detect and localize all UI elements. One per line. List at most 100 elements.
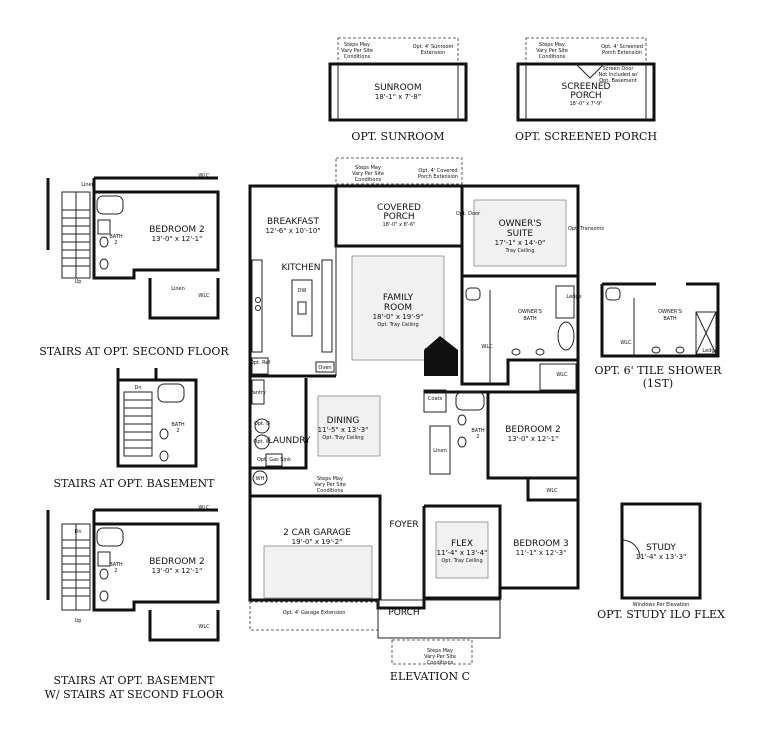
screened-steps-note-3: Conditions [539, 54, 566, 60]
dn-label-2: Dn [74, 529, 81, 535]
stair-treads-2 [124, 399, 152, 449]
study-caption: OPT. STUDY ILO FLEX [597, 608, 725, 621]
garage-dim: 19'-0" x 19'-2" [292, 538, 343, 546]
wlc-label-main-2: WLC [556, 372, 568, 378]
screened-steps-note-2: Vary Per Site [536, 48, 568, 54]
owners-suite-name-1: OWNER'S [499, 219, 542, 229]
flex-note: Opt. Tray Ceiling [441, 558, 482, 564]
opt-ref-label: Opt. Ref [250, 360, 271, 366]
opt-tile-shower-diagram: WLC OWNER'S BATH Ledge OPT. 6' TILE SHOW… [595, 282, 723, 390]
fireplace-label: Fireplace [425, 348, 447, 354]
flex-dim: 11'-4" x 13'-4" [437, 549, 488, 557]
garage-steps-note-3: Conditions [317, 488, 344, 494]
owners-bath-name-1: OWNER'S [518, 309, 542, 315]
wlc-label-3: WLC [198, 505, 210, 511]
laundry-name: LAUNDRY [268, 436, 311, 446]
stairs-both-diagram: BATH 2 Dn WLC BEDROOM 2 13'-0" x 12'-1" … [45, 505, 224, 701]
stairs-both-caption-2: W/ STAIRS AT SECOND FLOOR [45, 688, 224, 701]
stairs-basement-caption: STAIRS AT OPT. BASEMENT [53, 477, 215, 490]
dining-dim: 11'-5" x 13'-3" [318, 426, 369, 434]
screen-door-note-3: Opt. Basement [599, 78, 637, 84]
family-room-dim: 18'-0" x 19'-9" [373, 313, 424, 321]
elevation-caption: ELEVATION C [390, 670, 470, 683]
wlc-label-1: WLC [198, 173, 210, 179]
porch-steps-note-1: Steps May [355, 165, 381, 171]
sunroom-extension-note-1: Opt. 4' Sunroom [413, 44, 454, 50]
opt-gas-sink-label: Opt. Gas Sink [257, 457, 291, 463]
bedroom3-dim: 11'-1" x 12'-3" [516, 549, 567, 557]
opt-w-label: Opt. W [253, 439, 270, 445]
porch-name: PORCH [388, 608, 419, 618]
screened-extension-note-1: Opt. 4' Screened [601, 44, 643, 50]
sunroom-steps-note-3: Conditions [344, 54, 371, 60]
study-name: STUDY [646, 543, 676, 553]
ledge-label-main: Ledge [566, 294, 581, 300]
bedroom2-dim: 13'-0" x 12'-1" [508, 435, 559, 443]
opt-transom-label: Opt. Transoms [568, 226, 604, 232]
owners-bath-name-2: BATH [523, 316, 537, 322]
front-steps-note-3: Conditions [427, 660, 454, 666]
owners-suite-name-2: SUITE [507, 229, 533, 239]
stairs-basement-diagram: BATH 2 Dn STAIRS AT OPT. BASEMENT [53, 368, 215, 490]
wlc-label-4: WLC [198, 624, 210, 630]
bath-number-2: 2 [176, 428, 179, 434]
study-dim: 11'-4" x 13'-3" [636, 553, 687, 561]
covered-porch-name-1: COVERED [377, 203, 421, 213]
garage-steps-note-2: Vary Per Site [314, 482, 346, 488]
wlc-label-main-3: WLC [546, 488, 558, 494]
foyer-name: FOYER [389, 520, 418, 530]
breakfast-dim: 12'-6" x 10'-10" [265, 227, 320, 235]
breakfast-name: BREAKFAST [267, 217, 319, 227]
front-steps-note-1: Steps May [427, 648, 453, 654]
garage-steps-note-1: Steps May [317, 476, 343, 482]
owners-suite-note: Tray Ceiling [504, 248, 534, 254]
covered-porch-dim: 18'-0" x 8'-6" [382, 222, 415, 228]
sunroom-steps-note-2: Vary Per Site [341, 48, 373, 54]
up-label-2: Up [75, 618, 82, 624]
opt-d-label: Opt. D [254, 421, 270, 427]
sunroom-dim: 18'-1" x 7'-8" [375, 93, 421, 101]
tile-shower-caption-2: (1ST) [643, 377, 673, 390]
bath-label-main: BATH [471, 428, 485, 434]
stairs-second-caption: STAIRS AT OPT. SECOND FLOOR [39, 345, 229, 358]
bedroom2-dim-alt2: 13'-0" x 12'-1" [152, 567, 203, 575]
bedroom2-dim-alt1: 13'-0" x 12'-1" [152, 235, 203, 243]
up-label-1: Up [75, 279, 82, 285]
opt-sunroom-caption: OPT. SUNROOM [351, 130, 444, 143]
bedroom2-name-alt1: BEDROOM 2 [149, 225, 205, 235]
bath-number-3: 2 [114, 568, 117, 574]
bath-label-3: BATH [109, 562, 123, 568]
tile-shower-ledge-label: Ledge [702, 348, 717, 354]
dw-label: DW [298, 288, 307, 294]
bath-label-1: BATH [109, 234, 123, 240]
bedroom2-name-alt2: BEDROOM 2 [149, 557, 205, 567]
bedroom3-name: BEDROOM 3 [513, 539, 569, 549]
dining-note: Opt. Tray Ceiling [322, 435, 363, 441]
owners-suite-dim: 17'-1" x 14'-0" [495, 239, 546, 247]
stairs-second-floor-diagram: BATH 2 Linen WLC BEDROOM 2 13'-0" x 12'-… [39, 173, 229, 358]
garage-name: 2 CAR GARAGE [283, 528, 351, 538]
screen-door-note-1: Screen Door [603, 66, 635, 72]
tile-shower-caption-1: OPT. 6' TILE SHOWER [595, 364, 723, 377]
opt-door-label: Opt. Door [456, 211, 481, 217]
porch-steps-note-3: Conditions [355, 177, 382, 183]
sunroom-extension-note-2: Extension [421, 50, 446, 56]
sunroom-name: SUNROOM [374, 83, 421, 93]
bath-label-2: BATH [171, 422, 185, 428]
porch-steps-note-2: Vary Per Site [352, 171, 384, 177]
front-steps-note-2: Vary Per Site [424, 654, 456, 660]
kitchen-name: KITCHEN [282, 263, 321, 273]
dn-label-1: Dn [134, 385, 141, 391]
tile-shower-bath-name-2: BATH [663, 316, 677, 322]
study-windows-note: Windows Per Elevation [633, 602, 690, 608]
main-floor-plan: Steps May Vary Per Site Conditions Opt. … [248, 157, 604, 683]
linen-label-2: Linen [171, 286, 185, 292]
screened-steps-note-1: Steps May [539, 42, 565, 48]
family-room-name-1: FAMILY [383, 293, 414, 303]
screened-porch-dim: 18'-0" x 7'-9" [569, 101, 602, 107]
family-room-note: Opt. Tray Ceiling [377, 322, 418, 328]
screen-door-note-2: Not Included w/ [598, 72, 637, 78]
tile-shower-wlc-label: WLC [620, 340, 632, 346]
opt-sunroom-diagram: Steps May Vary Per Site Conditions Opt. … [328, 37, 468, 143]
